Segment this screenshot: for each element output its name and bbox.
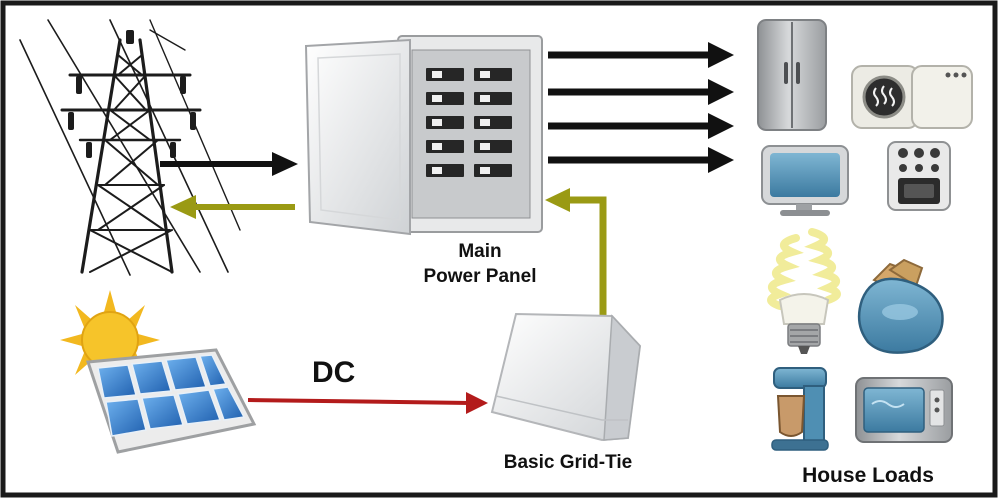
refrigerator-icon <box>757 19 827 131</box>
cfl-bulb-icon <box>767 228 841 354</box>
breaker-panel-icon <box>304 35 543 236</box>
panel-to-grid-arrow <box>170 195 295 219</box>
solar-panel-icon <box>85 348 257 454</box>
television-icon <box>761 145 849 216</box>
main-power-panel-label-line1: Main <box>458 241 502 262</box>
dc-label: DC <box>312 356 356 389</box>
grid-tie-label: Basic Grid-Tie <box>503 452 633 473</box>
washer-dryer-icon <box>851 65 973 129</box>
transmission-tower-icon <box>19 19 241 276</box>
coffee-maker-icon <box>771 367 829 451</box>
stove-icon <box>887 141 951 211</box>
house-loads-label: House Loads <box>802 464 934 487</box>
toaster-icon <box>857 258 944 354</box>
microwave-icon <box>855 377 953 443</box>
sun-icon <box>60 290 160 390</box>
inverter-to-panel-arrow <box>545 188 607 318</box>
panel-to-loads-arrows <box>548 42 734 173</box>
grid-to-panel-arrow <box>160 152 298 176</box>
grid-tie-inverter-icon <box>490 312 642 442</box>
dc-arrow <box>247 392 488 414</box>
main-power-panel-label-line2: Power Panel <box>423 266 537 287</box>
